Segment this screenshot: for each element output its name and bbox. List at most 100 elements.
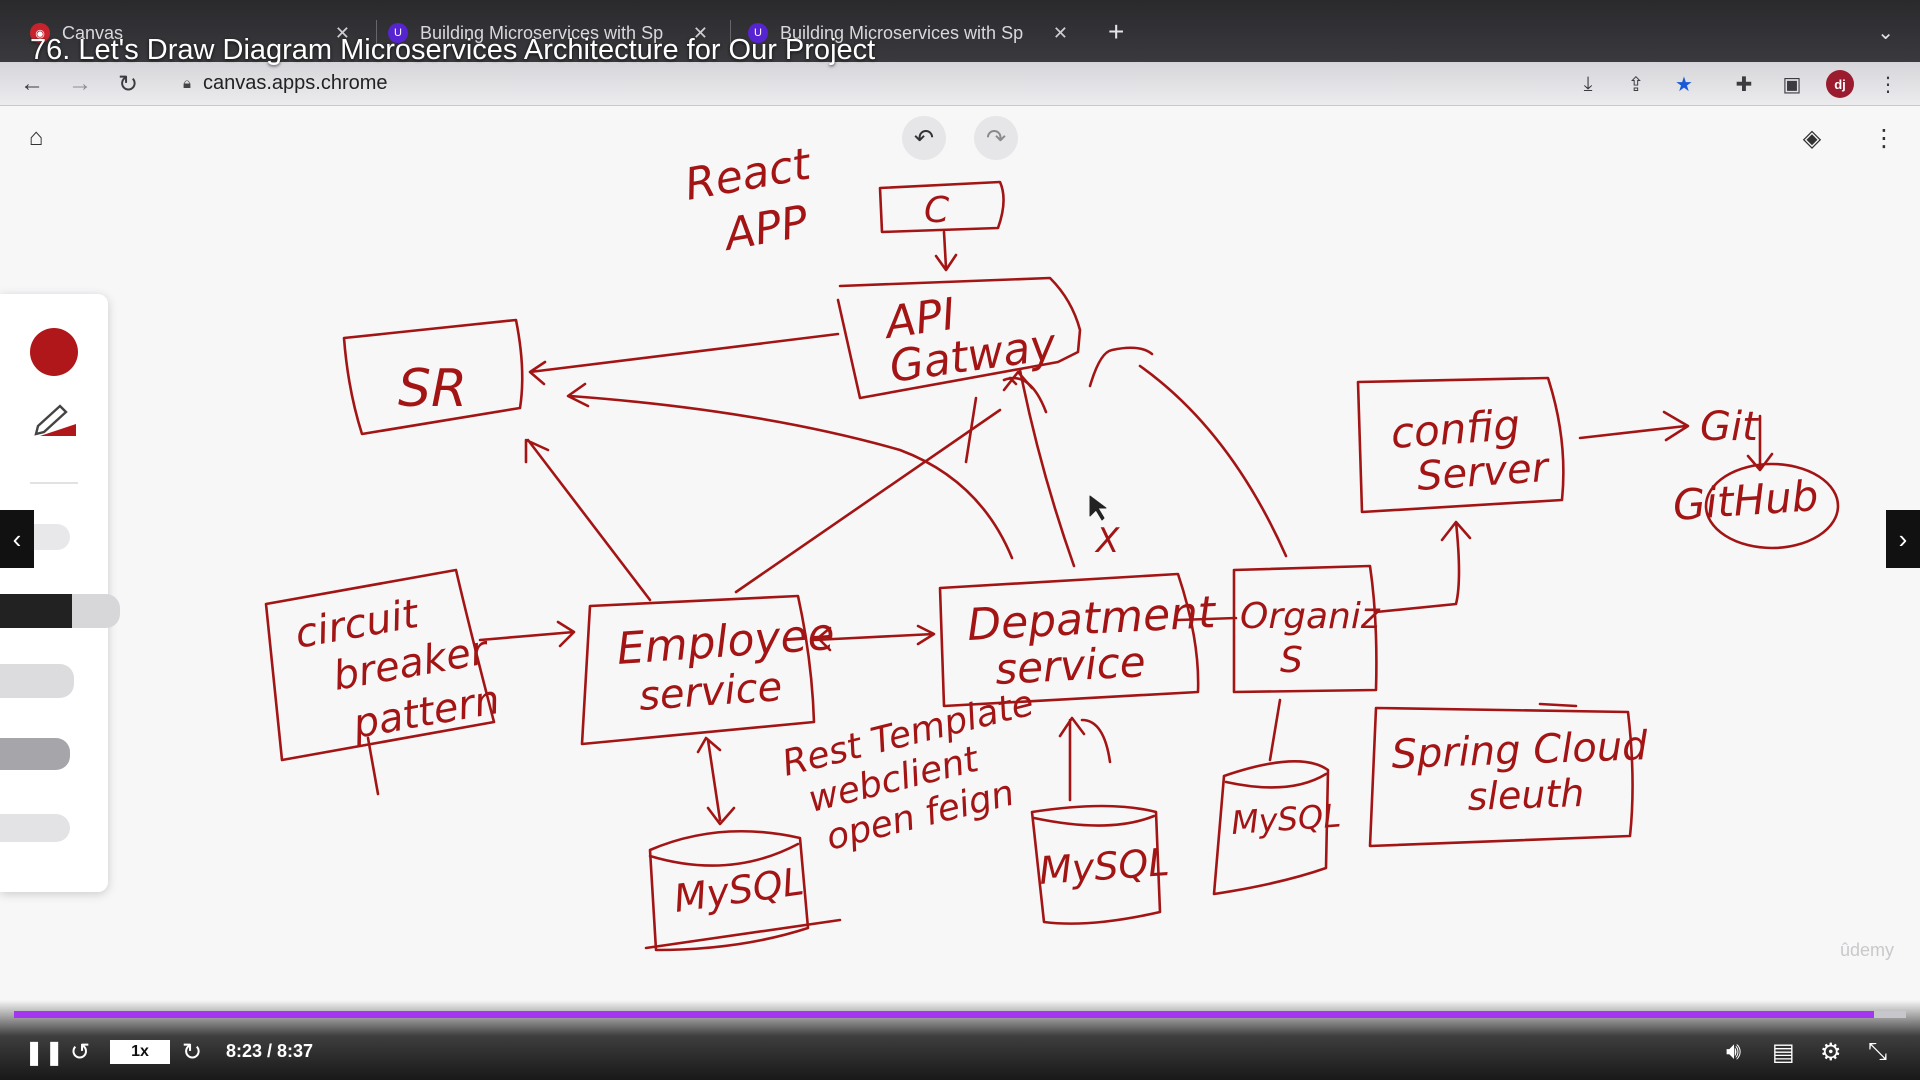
layers-icon[interactable]: ◈ bbox=[1802, 124, 1822, 152]
chalk-tool-button[interactable] bbox=[0, 738, 70, 770]
new-tab-button[interactable]: + bbox=[1108, 16, 1125, 47]
forward-icon[interactable]: ↻ bbox=[182, 1039, 203, 1066]
config-label-1: config bbox=[1389, 400, 1521, 458]
organization-mysql-line bbox=[1268, 698, 1282, 762]
tab-course-2[interactable]: U Building Microservices with Sp ✕ bbox=[748, 12, 1078, 54]
udemy-watermark: ûdemy bbox=[1839, 940, 1894, 960]
fountain-pen-tool-button[interactable] bbox=[0, 594, 120, 628]
pause-icon[interactable]: ❚❚ bbox=[24, 1039, 65, 1066]
github-label: GitHub bbox=[1671, 471, 1820, 530]
canvas-menu-icon[interactable]: ⋮ bbox=[1872, 124, 1896, 152]
employee-mysql-arrow bbox=[696, 736, 736, 826]
pen-settings-icon[interactable] bbox=[34, 402, 78, 438]
react-app-label-2: APP bbox=[718, 196, 812, 261]
config-label-2: Server bbox=[1415, 445, 1552, 500]
mysql1-db bbox=[648, 829, 810, 952]
organization-label-1: Organiz bbox=[1240, 596, 1381, 637]
tab-course-1[interactable]: U Building Microservices with Sp ✕ bbox=[388, 12, 718, 54]
install-icon[interactable]: ⤓ bbox=[1583, 72, 1593, 95]
udemy-favicon-icon: U bbox=[388, 23, 408, 43]
drawing-canvas[interactable] bbox=[0, 106, 1920, 1080]
lock-icon: 🔒︎ bbox=[183, 74, 191, 92]
tab-divider bbox=[730, 20, 731, 46]
marker-tool-button[interactable] bbox=[0, 664, 74, 698]
organization-to-gateway-arrow bbox=[1088, 346, 1288, 558]
organization-box bbox=[1232, 564, 1378, 694]
mysql3-label: MySQL bbox=[1230, 796, 1342, 842]
back-arrow-icon[interactable]: ← bbox=[20, 70, 44, 97]
color-picker-button[interactable] bbox=[30, 328, 78, 376]
mysql2-label: MySQL bbox=[1038, 840, 1171, 893]
sleuth-box bbox=[1368, 706, 1634, 848]
canvas-favicon-icon: ◉ bbox=[30, 23, 50, 43]
tool-palette bbox=[0, 294, 120, 892]
browser-tab-bar: ◉ Canvas ✕ U Building Microservices with… bbox=[0, 0, 1920, 62]
next-lecture-chevron-icon[interactable]: › bbox=[1886, 510, 1920, 568]
tab-label: Canvas bbox=[62, 22, 124, 43]
settings-gear-icon[interactable]: ⚙ bbox=[1820, 1039, 1842, 1066]
home-icon[interactable]: ⌂ bbox=[28, 124, 44, 151]
undo-icon[interactable]: ↶ bbox=[902, 116, 946, 160]
reload-icon[interactable]: ↻ bbox=[118, 71, 139, 98]
rewind-icon[interactable]: ↺ bbox=[70, 1039, 91, 1066]
share-icon[interactable]: ⇪ bbox=[1627, 73, 1645, 96]
sleuth-scribble bbox=[1538, 702, 1578, 708]
captions-icon[interactable]: ▤ bbox=[1772, 1039, 1795, 1066]
sleuth-label-2: sleuth bbox=[1467, 771, 1585, 819]
forward-arrow-icon[interactable]: → bbox=[68, 70, 92, 97]
tab-canvas[interactable]: ◉ Canvas ✕ bbox=[30, 12, 360, 54]
close-tab-icon[interactable]: ✕ bbox=[1052, 22, 1068, 43]
time-readout: 8:23 / 8:37 bbox=[226, 1041, 314, 1061]
tool-divider bbox=[30, 482, 78, 484]
github-ellipse bbox=[1704, 462, 1840, 550]
url-text: canvas.apps.chrome bbox=[202, 71, 388, 94]
address-bar: ← → ↻ 🔒︎ canvas.apps.chrome ⤓ ⇪ ★ ✚ ▣ dj… bbox=[0, 62, 1920, 106]
employee-label-1: Employee bbox=[615, 609, 836, 675]
omnibox[interactable]: 🔒︎ canvas.apps.chrome bbox=[165, 66, 1565, 100]
git-to-github-arrow bbox=[1746, 414, 1774, 472]
extensions-puzzle-icon[interactable]: ✚ bbox=[1735, 73, 1753, 96]
video-player-controls: ❚❚ ↺ 1x ↻ 8:23 / 8:37 🔊︎ ▤ ⚙ ⤡ bbox=[0, 1000, 1920, 1080]
side-panel-icon[interactable]: ▣ bbox=[1782, 73, 1802, 96]
tab-label: Building Microservices with Sp bbox=[780, 22, 1024, 43]
employee-department-arrow bbox=[812, 624, 936, 652]
department-to-sr-arrow bbox=[566, 382, 1014, 560]
eraser-tool-button[interactable] bbox=[0, 814, 70, 842]
previous-lecture-chevron-icon[interactable]: ‹ bbox=[0, 510, 34, 568]
profile-avatar[interactable]: dj bbox=[1826, 70, 1854, 98]
gateway-box bbox=[836, 276, 1082, 400]
organization-to-config-arrow bbox=[1374, 520, 1472, 614]
tab-search-chevron-icon[interactable]: ⌄ bbox=[1877, 22, 1894, 44]
browser-menu-icon[interactable]: ⋮ bbox=[1878, 73, 1898, 96]
mysql1-label: MySQL bbox=[671, 859, 806, 921]
close-tab-icon[interactable]: ✕ bbox=[334, 22, 350, 43]
exit-fullscreen-icon[interactable]: ⤡ bbox=[1868, 1038, 1888, 1065]
tab-divider bbox=[376, 20, 377, 46]
bookmark-star-icon[interactable]: ★ bbox=[1675, 73, 1693, 96]
close-tab-icon[interactable]: ✕ bbox=[692, 22, 708, 43]
config-to-git-arrow bbox=[1578, 410, 1690, 442]
department-to-gateway-arrow bbox=[1002, 368, 1076, 568]
cross-label: X bbox=[1094, 521, 1120, 561]
mysql2-top bbox=[1032, 814, 1156, 827]
redo-icon[interactable]: ↷ bbox=[974, 116, 1018, 160]
volume-icon[interactable]: 🔊︎ bbox=[1726, 1038, 1742, 1065]
mysql2-db bbox=[1030, 804, 1162, 925]
employee-to-gateway-line bbox=[734, 408, 1002, 594]
playback-speed-button[interactable]: 1x bbox=[110, 1040, 170, 1064]
client-label: C bbox=[924, 190, 950, 231]
sleuth-label-1: Spring Cloud bbox=[1391, 723, 1649, 778]
mouse-cursor-icon bbox=[1089, 495, 1107, 521]
mysql1-top bbox=[648, 842, 800, 867]
config-server-box bbox=[1356, 376, 1565, 514]
sr-box bbox=[342, 318, 524, 436]
mysql3-db bbox=[1212, 760, 1330, 896]
video-title: 76. Let's Draw Diagram Microservices Arc… bbox=[30, 34, 876, 66]
tab-label: Building Microservices with Sp bbox=[420, 22, 664, 43]
progress-bar[interactable] bbox=[14, 1011, 1906, 1018]
git-label: Git bbox=[1700, 404, 1759, 450]
client-box bbox=[878, 180, 1005, 234]
sr-label: SR bbox=[398, 359, 467, 419]
department-mysql-arrow bbox=[1058, 716, 1112, 802]
